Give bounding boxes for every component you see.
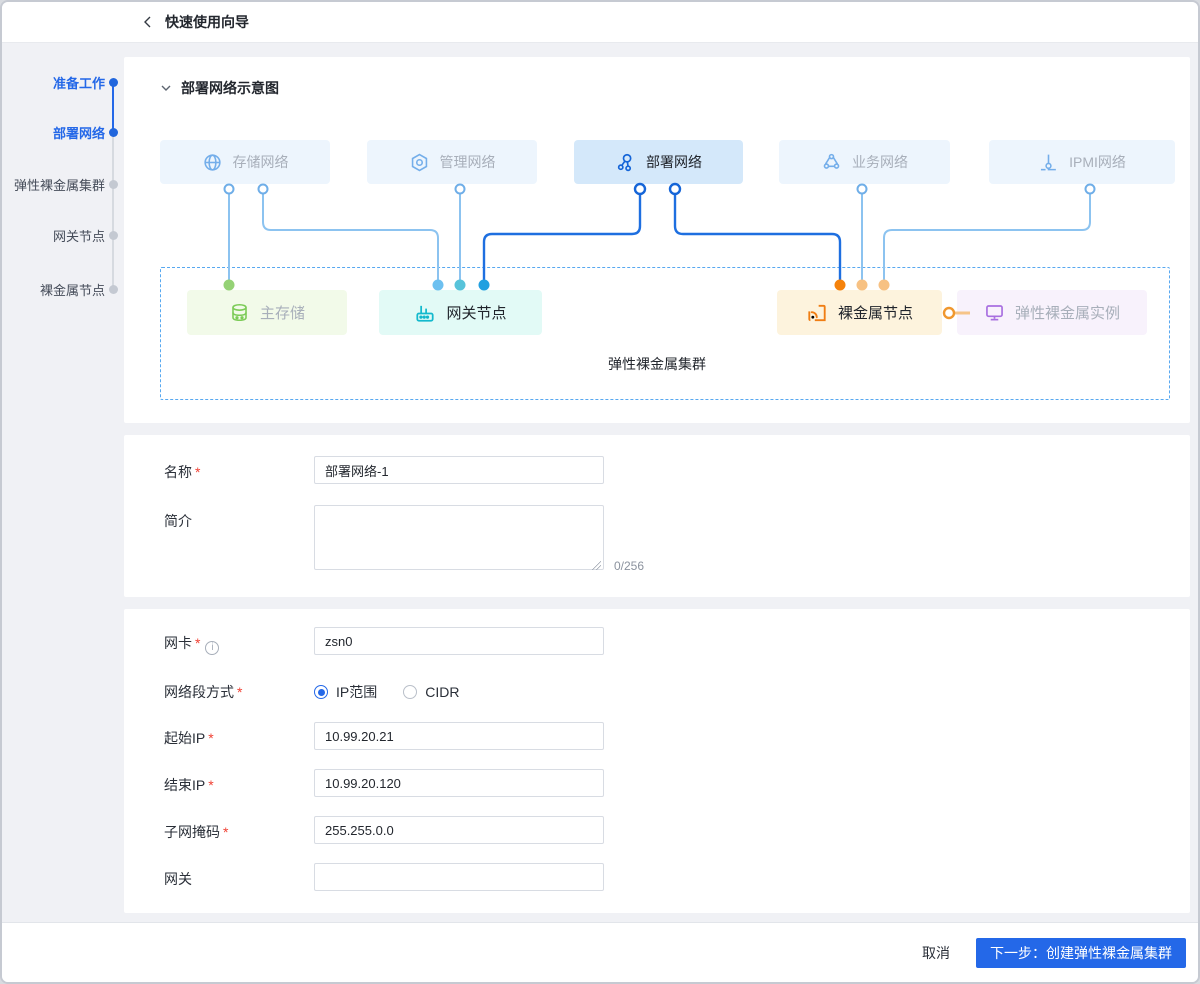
description-textarea[interactable] (314, 505, 604, 570)
globe-icon (202, 152, 223, 173)
step-prepare[interactable]: 准备工作 (53, 73, 105, 91)
step-dot (109, 285, 118, 294)
required-mark: * (195, 635, 200, 651)
diagram-panel: 部署网络示意图 弹性裸金属集群 存储网络 管理网络 (124, 57, 1190, 423)
diagram-nodes: 存储网络 管理网络 部署网络 业务网络 (124, 57, 1190, 423)
step-label: 弹性裸金属集群 (14, 175, 105, 194)
node-management-network[interactable]: 管理网络 (367, 140, 537, 184)
required-mark: * (223, 824, 228, 840)
router-icon (414, 302, 436, 324)
database-icon (229, 302, 250, 323)
monitor-icon (984, 302, 1005, 323)
rss-icon (806, 302, 828, 324)
node-gateway-node[interactable]: 网关节点 (379, 290, 542, 335)
titlebar: 快速使用向导 (2, 2, 1198, 43)
step-label: 裸金属节点 (40, 280, 105, 299)
radio-dot-icon (314, 685, 328, 699)
gateway-input[interactable] (314, 863, 604, 891)
step-dot (109, 128, 118, 137)
subnet-mask-label: 子网掩码* (164, 816, 314, 844)
subnet-mask-input[interactable] (314, 816, 604, 844)
page-title: 快速使用向导 (165, 12, 249, 32)
step-label: 部署网络 (53, 123, 105, 142)
required-mark: * (195, 464, 200, 480)
step-deploy-network[interactable]: 部署网络 (53, 123, 105, 141)
gateway-label: 网关 (164, 863, 314, 891)
name-input[interactable] (314, 456, 604, 484)
page-body: 准备工作 部署网络 弹性裸金属集群 网关节点 裸金属节点 (2, 43, 1198, 922)
network-form-panel: 网卡*i 网络段方式* IP范围 CIDR 起始IP* 结束IP* (124, 609, 1190, 913)
char-counter: 0/256 (614, 559, 644, 573)
step-bare-metal-node[interactable]: 裸金属节点 (40, 280, 105, 298)
nic-field-label: 网卡*i (164, 627, 314, 655)
description-field-label: 简介 (164, 505, 314, 575)
tri-network-icon (821, 152, 842, 173)
cancel-button[interactable]: 取消 (922, 943, 950, 963)
main-content: 部署网络示意图 弹性裸金属集群 存储网络 管理网络 (124, 57, 1190, 913)
node-storage-network[interactable]: 存储网络 (160, 140, 330, 184)
node-deploy-network[interactable]: 部署网络 (574, 140, 743, 184)
back-icon[interactable] (139, 13, 157, 31)
step-rail-line-active (112, 82, 114, 132)
basic-form-panel: 名称* 简介 0/256 (124, 435, 1190, 597)
end-ip-input[interactable] (314, 769, 604, 797)
node-label: 部署网络 (646, 152, 702, 172)
radio-label: IP范围 (336, 682, 377, 702)
required-mark: * (208, 730, 213, 746)
radio-cidr[interactable]: CIDR (403, 684, 459, 700)
start-ip-label: 起始IP* (164, 722, 314, 750)
end-ip-label: 结束IP* (164, 769, 314, 797)
next-step-button[interactable]: 下一步：创建弹性裸金属集群 (976, 938, 1186, 968)
node-label: IPMI网络 (1069, 152, 1126, 172)
info-icon[interactable]: i (205, 641, 219, 655)
node-label: 存储网络 (233, 152, 289, 172)
step-label: 网关节点 (53, 226, 105, 245)
node-label: 裸金属节点 (838, 302, 913, 323)
step-rail: 准备工作 部署网络 弹性裸金属集群 网关节点 裸金属节点 (2, 43, 124, 922)
share-nodes-icon (615, 152, 636, 173)
node-label: 网关节点 (446, 302, 506, 323)
required-mark: * (237, 684, 242, 700)
connector-icon (1038, 152, 1059, 173)
hexagon-gear-icon (409, 152, 430, 173)
nic-input[interactable] (314, 627, 604, 655)
name-field-label: 名称* (164, 456, 314, 484)
node-bare-metal-node[interactable]: 裸金属节点 (777, 290, 942, 335)
node-ipmi-network[interactable]: IPMI网络 (989, 140, 1175, 184)
node-label: 业务网络 (852, 152, 908, 172)
node-elastic-instance[interactable]: 弹性裸金属实例 (957, 290, 1147, 335)
radio-dot-icon (403, 685, 417, 699)
wizard-footer: 取消 下一步：创建弹性裸金属集群 (2, 922, 1198, 982)
start-ip-input[interactable] (314, 722, 604, 750)
radio-ip-range[interactable]: IP范围 (314, 682, 377, 702)
node-label: 管理网络 (440, 152, 496, 172)
step-dot (109, 78, 118, 87)
segment-mode-label: 网络段方式* (164, 676, 314, 702)
node-label: 弹性裸金属实例 (1015, 302, 1120, 323)
step-gateway-node[interactable]: 网关节点 (53, 226, 105, 244)
node-label: 主存储 (260, 302, 305, 323)
radio-label: CIDR (425, 684, 459, 700)
node-business-network[interactable]: 业务网络 (779, 140, 950, 184)
step-elastic-cluster[interactable]: 弹性裸金属集群 (14, 175, 105, 193)
step-dot (109, 180, 118, 189)
step-dot (109, 231, 118, 240)
required-mark: * (208, 777, 213, 793)
node-main-storage[interactable]: 主存储 (187, 290, 347, 335)
step-label: 准备工作 (53, 73, 105, 92)
